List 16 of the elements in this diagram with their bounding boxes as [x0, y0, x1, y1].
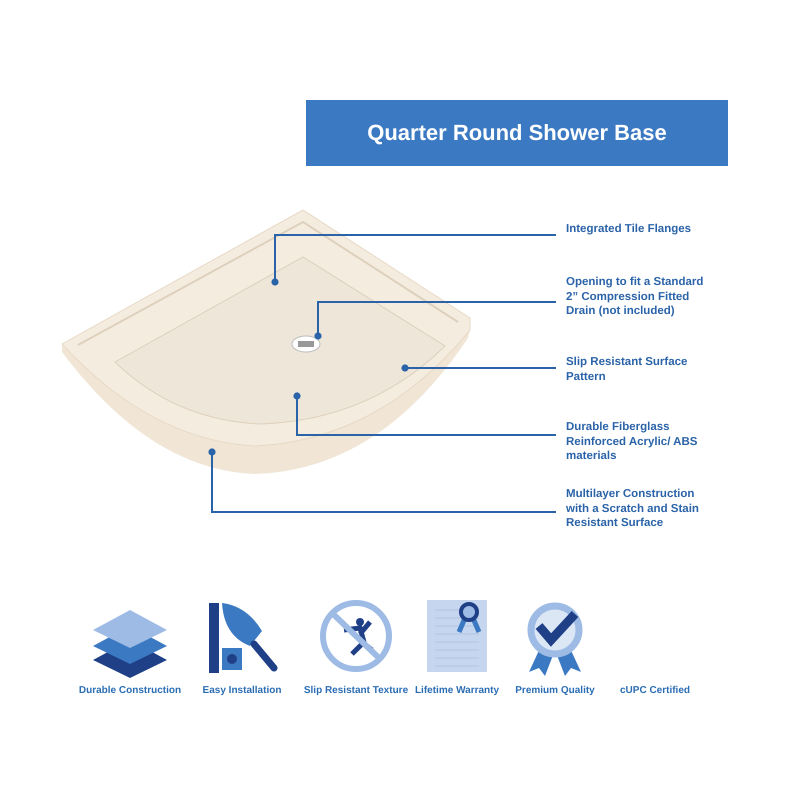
icon-caption: Durable Construction — [78, 684, 182, 697]
leader-line — [271, 234, 556, 286]
callout-text: Slip Resistant Surface Pattern — [556, 355, 706, 384]
icon-caption: cUPC Certified — [618, 684, 691, 697]
callout-text: Opening to fit a Standard 2” Compression Fitted Drain (not included) — [556, 275, 706, 318]
leader-line — [293, 392, 556, 436]
leader-line — [314, 301, 556, 340]
callout-text: Integrated Tile Flanges — [556, 222, 706, 236]
icon-caption: Premium Quality — [514, 684, 596, 697]
callout-text: Durable Fiberglass Reinforced Acrylic/ ABS materials — [556, 420, 706, 464]
title-banner: Quarter Round Shower Base — [306, 100, 728, 166]
callout-text: Multilayer Construction with a Scratch and Stain Resistant Surface — [556, 487, 706, 530]
leader-line — [401, 364, 556, 372]
leader-line — [208, 448, 556, 513]
icon-caption: Easy Installation — [202, 684, 282, 697]
icon-caption: Slip Resistant Texture — [302, 684, 410, 697]
